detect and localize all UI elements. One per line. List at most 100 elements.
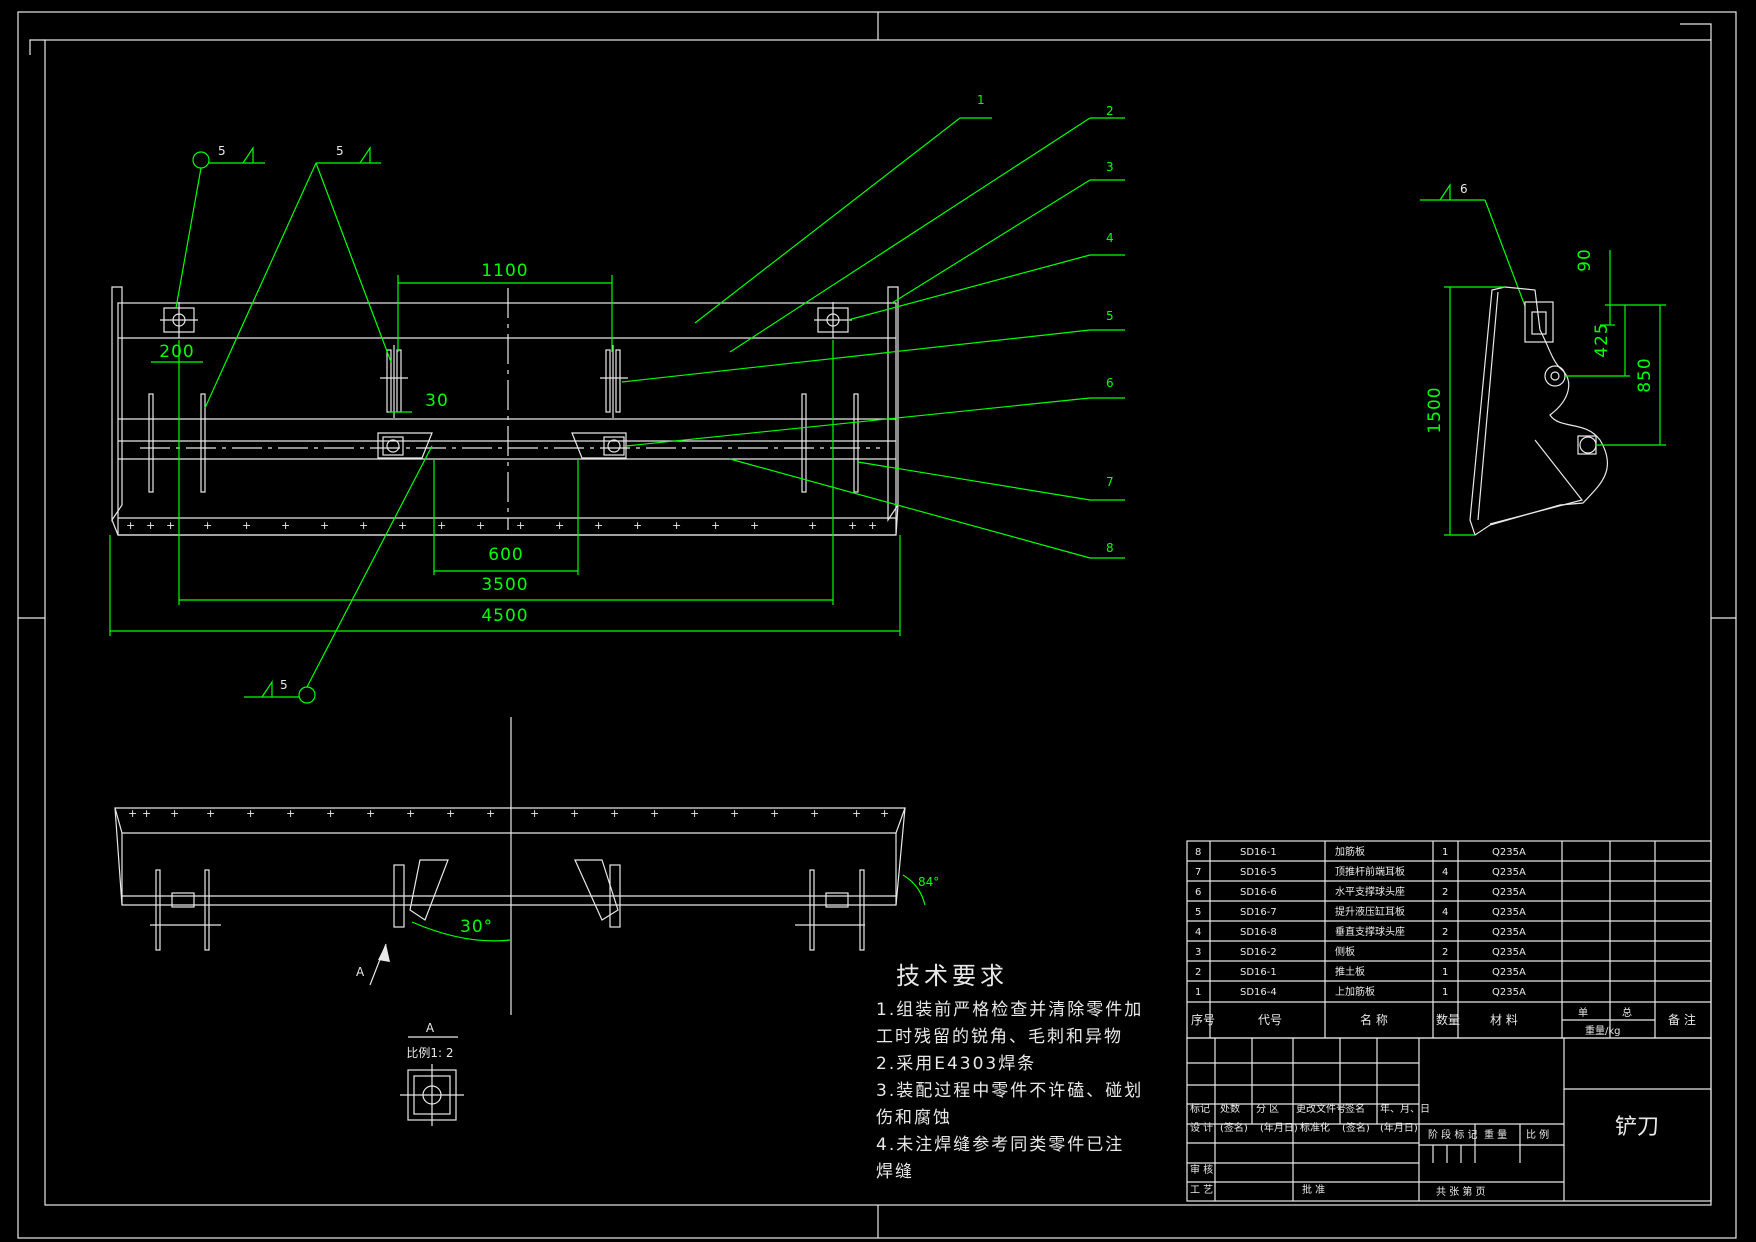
svg-text:+: + [128,807,137,820]
svg-text:+: + [398,519,407,532]
svg-text:+: + [810,807,819,820]
bom-row-qty: 1 [1442,987,1448,998]
top-view-angles: 30° 84° A [356,874,939,986]
tech-line: 4.未注焊缝参考同类零件已注 [876,1135,1124,1155]
balloon-3: 3 [1106,160,1114,174]
ball-seat-left [160,302,198,338]
bom-row-name: 推土板 [1335,965,1365,978]
view-a-detail: A 比例1: 2 [400,1021,464,1126]
tb-craft: 工 艺 [1190,1184,1213,1196]
bom-header-weight: 重量/kg [1585,1024,1621,1037]
svg-text:+: + [808,519,817,532]
dim-425: 425 [1592,322,1612,357]
tb-date: 年、月、日 [1380,1102,1430,1115]
bom-header-total: 总 [1622,1006,1632,1019]
svg-text:+: + [530,807,539,820]
svg-text:+: + [690,807,699,820]
dim-90: 90 [1575,248,1595,272]
tech-line: 2.采用E4303焊条 [876,1054,1036,1074]
svg-text:+: + [166,519,175,532]
bom-row-no: 8 [1195,847,1201,858]
ball-seat-right [814,302,852,338]
tb-scale: 比 例 [1526,1128,1549,1141]
tb-count: 处数 [1220,1102,1240,1115]
tb-sheets: 共 张 第 页 [1436,1185,1486,1198]
svg-text:+: + [650,807,659,820]
bom-row-mat: Q235A [1492,847,1526,858]
svg-text:+: + [730,807,739,820]
svg-text:+: + [672,519,681,532]
balloon-4: 4 [1106,231,1114,245]
svg-text:+: + [570,807,579,820]
drawing-name: 铲刀 [1615,1115,1659,1140]
bom-row-mat: Q235A [1492,967,1526,978]
svg-text:+: + [848,519,857,532]
tb-sign2: (签名) [1220,1121,1248,1134]
balloon-2: 2 [1106,104,1114,118]
bom-row-qty: 2 [1442,887,1448,898]
bom-header-name: 名 称 [1360,1012,1388,1027]
tb-approve: 批 准 [1302,1183,1325,1196]
svg-text:+: + [206,807,215,820]
bom-row-qty: 2 [1442,927,1448,938]
bom-table [1186,840,1712,1039]
bom-header-code: 代号 [1258,1013,1282,1027]
tb-docno: 更改文件号 [1296,1102,1346,1115]
svg-text:+: + [633,519,642,532]
svg-text:+: + [486,807,495,820]
tech-line: 工时残留的锐角、毛刺和异物 [876,1027,1123,1047]
bom-row-code: SD16-6 [1240,887,1277,898]
svg-text:+: + [516,519,525,532]
svg-text:+: + [750,519,759,532]
bom-row-code: SD16-1 [1240,847,1277,858]
svg-text:+: + [142,807,151,820]
svg-text:+: + [326,807,335,820]
tb-sign: 签名 [1345,1102,1365,1115]
tb-std: 标准化 [1300,1121,1330,1134]
svg-text:+: + [555,519,564,532]
bom-header-remark: 备 注 [1668,1012,1696,1027]
svg-text:+: + [437,519,446,532]
bom-row-code: SD16-4 [1240,987,1277,998]
bom-row-name: 加筋板 [1335,845,1365,858]
bom-header-no: 序号 [1191,1012,1215,1027]
svg-text:+: + [880,807,889,820]
bom-row-qty: 2 [1442,947,1448,958]
dim-3500: 3500 [481,575,528,595]
bom-row-code: SD16-7 [1240,907,1277,918]
bom-row-code: SD16-8 [1240,927,1277,938]
bom-row-name: 垂直支撑球头座 [1335,925,1405,938]
dim-200: 200 [159,342,194,362]
dim-30: 30 [425,391,449,411]
front-view-dimensions: 1100 200 30 600 3500 4500 [109,261,901,636]
balloon-6: 6 [1106,376,1114,390]
bom-row-mat: Q235A [1492,887,1526,898]
bom-row-no: 7 [1195,867,1201,878]
bom-row-qty: 4 [1442,867,1448,878]
horizontal-seat-left [377,432,433,459]
view-a-scale: 比例1: 2 [406,1046,453,1060]
bom-rows: 8 SD16-1 加筋板 1 Q235A 7 SD16-5 顶推杆前端耳板 4 … [1191,845,1696,1037]
tb-design: 设 计 [1190,1121,1213,1134]
tb-sign3: (签名) [1342,1121,1370,1134]
svg-text:+: + [286,807,295,820]
svg-text:+: + [246,807,255,820]
technical-requirements: 技术要求 1.组装前严格检查并清除零件加 工时残留的锐角、毛刺和异物 2.采用E… [876,962,1141,1182]
bom-row-mat: Q235A [1492,867,1526,878]
bom-row-mat: Q235A [1492,947,1526,958]
bom-row-no: 4 [1195,927,1201,938]
weld-symbols: 5 5 5 6 [175,144,1526,704]
tech-title: 技术要求 [896,962,1008,990]
tech-line: 伤和腐蚀 [876,1108,952,1128]
tb-weight: 重 量 [1484,1128,1507,1141]
svg-text:+: + [203,519,212,532]
svg-text:+: + [359,519,368,532]
bom-row-code: SD16-1 [1240,967,1277,978]
bom-header-qty: 数量 [1436,1012,1460,1027]
bom-row-no: 1 [1195,987,1201,998]
svg-text:+: + [242,519,251,532]
drawing-frame [17,11,1737,1239]
bom-row-mat: Q235A [1492,907,1526,918]
svg-text:+: + [610,807,619,820]
